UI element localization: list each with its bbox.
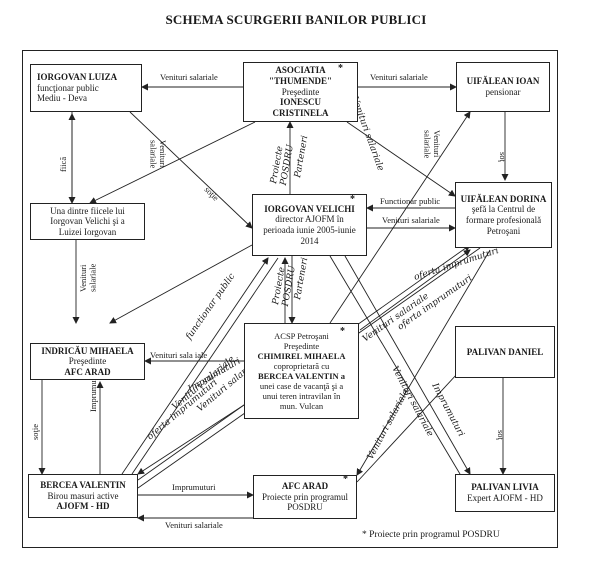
node-bercea-valentin: BERCEA VALENTIN Birou masuri active AJOF…: [28, 474, 138, 518]
footnote: * Proiecte prin programul POSDRU: [362, 530, 500, 540]
diagram-title: SCHEMA SCURGERII BANILOR PUBLICI: [165, 12, 427, 27]
line-acsp-to-ioan: [329, 111, 471, 324]
node-palivan-livia: PALIVAN LIVIA Expert AJOFM - HD: [455, 474, 555, 512]
label-venituri-salariale-6: Veniturisalariale: [78, 263, 97, 292]
star-acsp: *: [340, 326, 345, 337]
arrow-asociatia-to-dorina: [346, 121, 456, 197]
handwritten-imprumuturi-2: Imprumuturi: [429, 381, 466, 439]
node-indricau-mihaela: INDRICĂU MIHAELA Preşedinte AFC ARAD: [30, 343, 145, 380]
handwritten-venituri-salariale-5: Venituri salariale: [366, 388, 411, 462]
arrow-velichi-to-indricau: [109, 244, 253, 324]
line-acsp-to-bercea: [137, 404, 245, 475]
label-functionar-public: Functionar public: [380, 196, 440, 206]
label-imprumuturi-2: Imprumuturi: [172, 482, 216, 492]
handwritten-proiecte-posdru-2: ProiectePOSDRU: [271, 263, 298, 308]
handwritten-functionar-public: functionar public: [184, 272, 238, 343]
label-imprumuturi-1: Imprumuturi: [88, 368, 98, 412]
handwritten-oferta-imprumuturi-1: oferta imprumuturi: [413, 246, 500, 283]
line-bercea-to-velichi: [121, 257, 269, 475]
label-sotie-2: soţie: [30, 424, 40, 440]
node-asociatia-thumende: ASOCIATIA "THUMENDE" Preşedinte IONESCU …: [243, 62, 358, 122]
star-velichi: *: [350, 194, 355, 205]
label-sot-2: soţ: [496, 430, 506, 441]
line-velichi-to-livia-2: [329, 255, 461, 475]
line-afc-to-daniel: [356, 359, 471, 483]
node-uifalean-dorina: UIFĂLEAN DORINA şefă la Centrul de forma…: [455, 182, 552, 248]
label-venituri-salariale-1: Venituri salariale: [160, 72, 218, 82]
line-dorina-to-afc: [356, 249, 491, 476]
line-acsp-to-dorina: [359, 249, 471, 331]
star-asociatia: *: [338, 63, 343, 74]
label-venituri-salariale-5: Venituri salariale: [382, 215, 440, 225]
label-venituri-salariale-3: Veniturisalariale: [149, 140, 168, 169]
node-iorgovan-velichi: IORGOVAN VELICHI director AJOFM în perio…: [252, 194, 367, 256]
label-sot-1: soţ: [498, 152, 508, 163]
label-fiica: fiică: [58, 157, 68, 172]
node-fiica: Una dintre fiicele lui Iorgovan Velichi …: [30, 203, 145, 240]
node-palivan-daniel: PALIVAN DANIEL: [455, 326, 555, 378]
label-venituri-sala-iale: Venituri sala iale: [150, 350, 207, 360]
node-acsp-petrosani: ACSP Petroşani Preşedinte CHIMIREL MIHAE…: [244, 323, 359, 419]
label-venituri-salariale-2: Venituri salariale: [370, 72, 428, 82]
handwritten-parteneri-1: Parteneri: [293, 135, 310, 180]
node-iorgovan-luiza: IORGOVAN LUIZA funcţionar public Mediu -…: [30, 64, 142, 112]
node-afc-arad: AFC ARAD Proiecte prin programul POSDRU: [253, 475, 357, 519]
handwritten-proiecte-posdru-1: ProiectePOSDRU: [269, 142, 296, 187]
label-venituri-salariale-4: Veniturisalariale: [423, 130, 442, 159]
star-afc-arad: *: [343, 474, 348, 485]
node-uifalean-ioan: UIFĂLEAN IOAN pensionar: [456, 62, 550, 112]
line-bercea-to-velichi-2: [131, 257, 279, 475]
line-luiza-to-velichi: [129, 111, 253, 229]
arrow-asociatia-to-fiica: [89, 121, 256, 204]
label-sotie-1: soţie: [203, 184, 222, 203]
line-velichi-to-livia: [344, 255, 471, 475]
handwritten-oferta-imprumuturi-3: oferta imprumuturi: [146, 378, 220, 443]
label-venituri-salariale-7: Venituri salariale: [165, 520, 223, 530]
diagram-frame: [22, 50, 558, 548]
